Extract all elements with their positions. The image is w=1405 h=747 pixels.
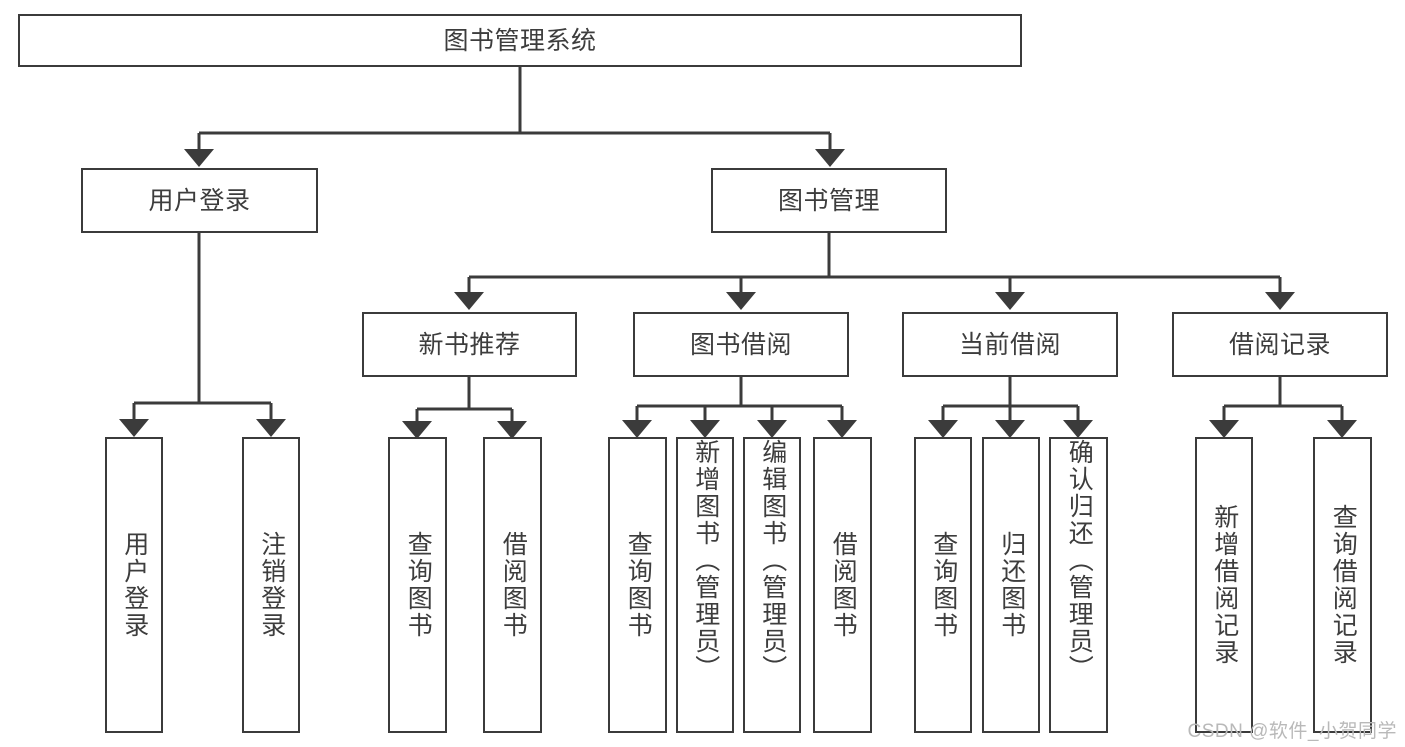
node-book-management[interactable]: 图书管理 (711, 168, 947, 233)
node-root-system[interactable]: 图书管理系统 (18, 14, 1022, 67)
leaf-borrow-query-book[interactable]: 查询图书 (608, 437, 667, 733)
node-label: 用户登录 (148, 186, 251, 215)
leaf-borrow-edit-book[interactable]: 编辑图书（管理员） (743, 437, 801, 733)
leaf-borrow-borrow-book[interactable]: 借阅图书 (813, 437, 872, 733)
node-label: 新书推荐 (418, 330, 521, 359)
node-label: 新增借阅记录 (1210, 504, 1239, 666)
node-label: 注销登录 (257, 531, 286, 639)
node-label: 归还图书 (997, 531, 1026, 639)
leaf-new-book-query[interactable]: 查询图书 (388, 437, 447, 733)
node-label: 图书管理 (777, 186, 880, 215)
leaf-borrow-add-book[interactable]: 新增图书（管理员） (676, 437, 734, 733)
node-label: 用户登录 (120, 531, 149, 639)
node-current-borrow[interactable]: 当前借阅 (902, 312, 1118, 377)
node-label: 借阅图书 (499, 531, 528, 639)
node-label: 借阅记录 (1228, 330, 1331, 359)
node-label: 编辑图书（管理员） (758, 439, 787, 682)
leaf-new-book-borrow[interactable]: 借阅图书 (483, 437, 542, 733)
node-label: 借阅图书 (829, 531, 858, 639)
node-label: 图书管理系统 (443, 26, 597, 55)
leaf-user-login-login[interactable]: 用户登录 (105, 437, 163, 733)
node-borrow-record[interactable]: 借阅记录 (1172, 312, 1388, 377)
node-label: 新增图书（管理员） (691, 439, 720, 682)
leaf-current-return-book[interactable]: 归还图书 (982, 437, 1040, 733)
node-label: 查询图书 (624, 531, 653, 639)
node-new-book-recommend[interactable]: 新书推荐 (362, 312, 577, 377)
leaf-record-query-record[interactable]: 查询借阅记录 (1313, 437, 1372, 733)
node-label: 图书借阅 (689, 330, 792, 359)
leaf-record-add-record[interactable]: 新增借阅记录 (1195, 437, 1253, 733)
leaf-user-login-logout[interactable]: 注销登录 (242, 437, 300, 733)
node-label: 查询图书 (929, 531, 958, 639)
leaf-current-confirm-return[interactable]: 确认归还（管理员） (1049, 437, 1108, 733)
leaf-current-query-book[interactable]: 查询图书 (914, 437, 972, 733)
node-label: 查询借阅记录 (1329, 504, 1358, 666)
node-label: 查询图书 (404, 531, 433, 639)
node-user-login[interactable]: 用户登录 (81, 168, 318, 233)
node-label: 确认归还（管理员） (1065, 439, 1094, 682)
node-label: 当前借阅 (958, 330, 1061, 359)
watermark-text: CSDN @软件_小贺同学 (1187, 721, 1397, 742)
node-book-borrow[interactable]: 图书借阅 (633, 312, 849, 377)
